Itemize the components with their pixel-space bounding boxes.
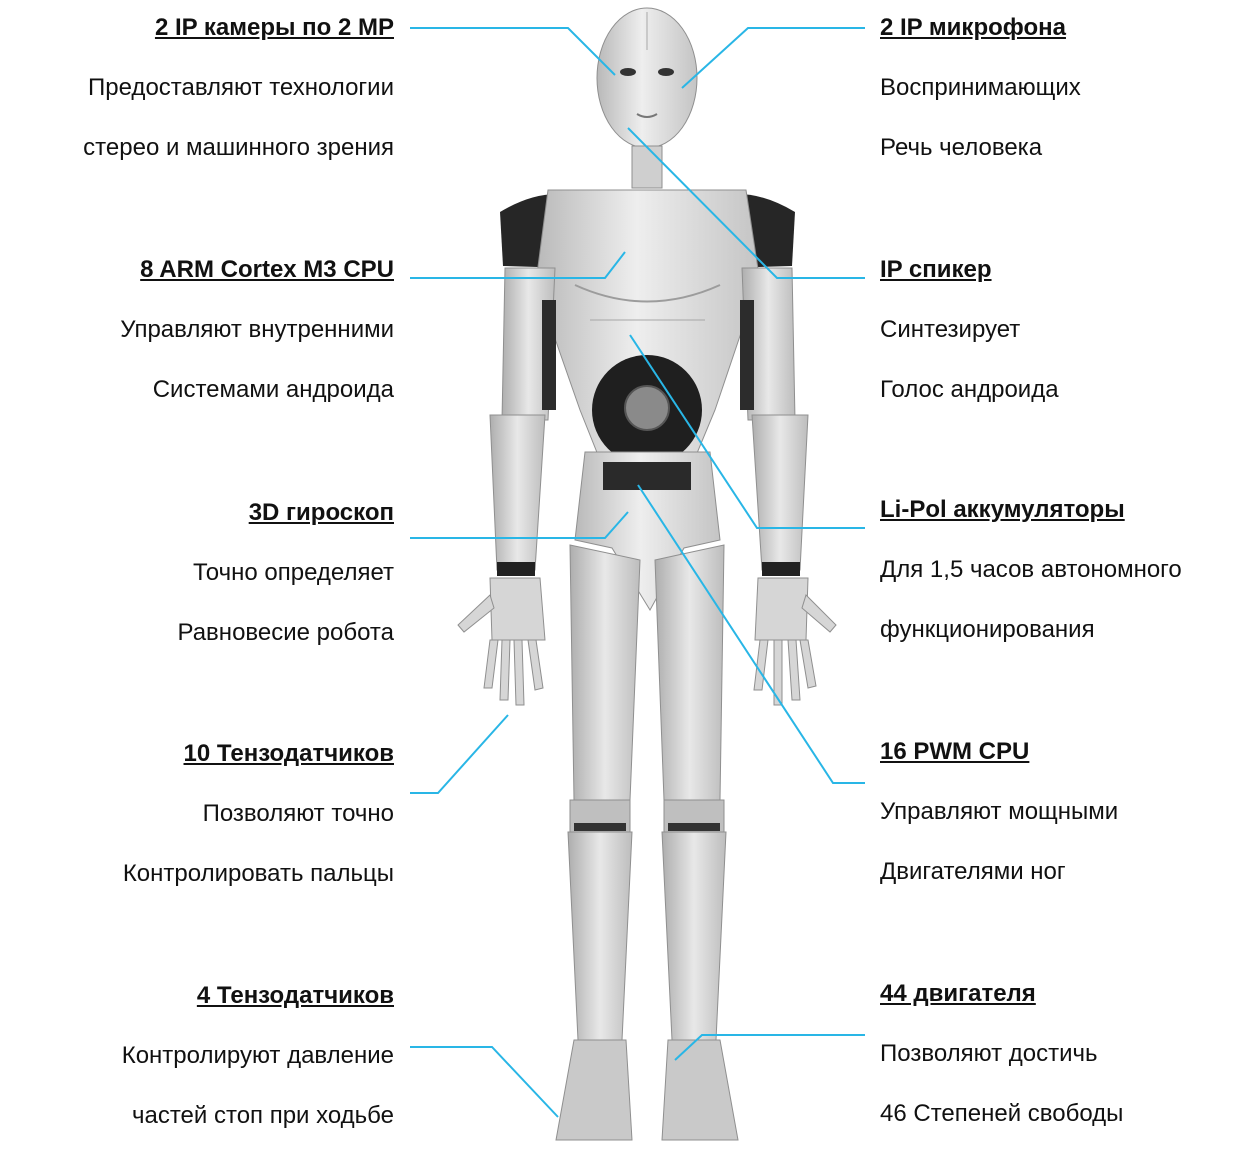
robot-neck <box>632 146 662 188</box>
right-hand <box>754 578 836 705</box>
callout-text-line: Голос андроида <box>880 376 1249 404</box>
callout-title: 16 PWM CPU <box>880 738 1249 766</box>
callout-pwm: 16 PWM CPU Управляют мощными Двигателями… <box>880 738 1249 886</box>
right-forearm <box>752 415 808 570</box>
left-hand <box>458 578 545 705</box>
callout-gyro: 3D гироскоп Точно определяет Равновесие … <box>0 499 394 647</box>
callout-text-line: Управляют внутренними <box>0 316 394 344</box>
callout-text-line: Для 1,5 часов автономного <box>880 556 1249 584</box>
leader-line-strain10 <box>410 715 508 793</box>
right-foot <box>662 1040 738 1140</box>
callout-text-line: Равновесие робота <box>0 619 394 647</box>
leader-line-cameras <box>410 28 615 75</box>
leader-line-strain4 <box>410 1047 558 1117</box>
callout-battery: Li-Pol аккумуляторы Для 1,5 часов автоно… <box>880 496 1249 644</box>
callout-title: 44 двигателя <box>880 980 1249 1008</box>
callout-mics: 2 IP микрофона Воспринимающих Речь челов… <box>880 14 1249 162</box>
left-forearm <box>490 415 545 570</box>
callout-text-line: Контролировать пальцы <box>0 860 394 888</box>
callout-text-line: Позволяют достичь <box>880 1040 1249 1068</box>
callout-text-line: функционирования <box>880 616 1249 644</box>
left-shin <box>568 832 632 1040</box>
left-thigh <box>570 545 640 800</box>
callout-strain4: 4 Тензодатчиков Контролируют давление ча… <box>0 982 394 1130</box>
callout-text-line: Точно определяет <box>0 559 394 587</box>
callout-text-line: Синтезирует <box>880 316 1249 344</box>
callout-text-line: Системами андроида <box>0 376 394 404</box>
callout-text-line: Двигателями ног <box>880 858 1249 886</box>
callout-title: 2 IP микрофона <box>880 14 1249 42</box>
callout-title: 3D гироскоп <box>0 499 394 527</box>
callout-cpu: 8 ARM Cortex M3 CPU Управляют внутренним… <box>0 256 394 404</box>
callout-text-line: Воспринимающих <box>880 74 1249 102</box>
right-shin <box>662 832 726 1040</box>
callout-text-line: стерео и машинного зрения <box>0 134 394 162</box>
callout-text-line: Управляют мощными <box>880 798 1249 826</box>
callout-text-line: Предоставляют технологии <box>0 74 394 102</box>
callout-text-line: Речь человека <box>880 134 1249 162</box>
callout-title: 8 ARM Cortex M3 CPU <box>0 256 394 284</box>
left-foot <box>556 1040 632 1140</box>
robot-head <box>597 8 697 148</box>
callout-cameras: 2 IP камеры по 2 MP Предоставляют технол… <box>0 14 394 162</box>
robot-icon <box>458 8 836 1140</box>
callout-strain10: 10 Тензодатчиков Позволяют точно Контрол… <box>0 740 394 888</box>
right-thigh <box>655 545 724 800</box>
callout-motors: 44 двигателя Позволяют достичь 46 Степен… <box>880 980 1249 1128</box>
callout-title: 2 IP камеры по 2 MP <box>0 14 394 42</box>
callout-text-line: Позволяют точно <box>0 800 394 828</box>
callout-text-line: 46 Степеней свободы <box>880 1100 1249 1128</box>
callout-title: 4 Тензодатчиков <box>0 982 394 1010</box>
leader-line-mics <box>682 28 865 88</box>
callout-title: IP спикер <box>880 256 1249 284</box>
callout-text-line: частей стоп при ходьбе <box>0 1102 394 1130</box>
callout-text-line: Контролируют давление <box>0 1042 394 1070</box>
callout-title: 10 Тензодатчиков <box>0 740 394 768</box>
callout-speaker: IP спикер Синтезирует Голос андроида <box>880 256 1249 404</box>
callout-title: Li-Pol аккумуляторы <box>880 496 1249 524</box>
